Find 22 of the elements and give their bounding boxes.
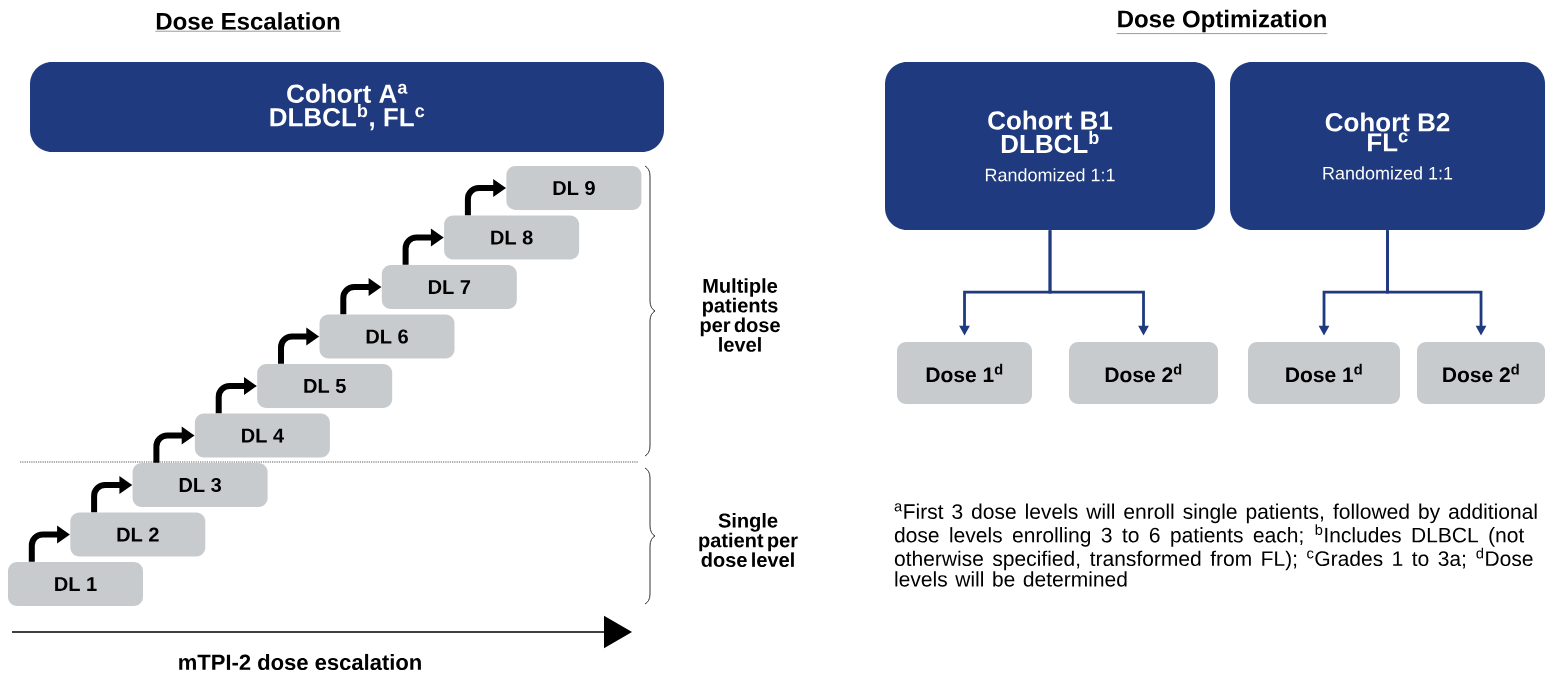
bracket-label: Multiple patients per dose level <box>700 278 780 352</box>
dose-level-box: DL 6 <box>319 314 455 359</box>
dose-level-box: DL 9 <box>506 166 642 210</box>
dose-box: Dose 1$^{d}$ <box>897 342 1032 404</box>
dose-box: Dose 2$^{d}$ <box>1069 342 1218 404</box>
dose-box: Dose 1$^{d}$ <box>1248 342 1400 404</box>
dose-level-box: DL 4 <box>194 413 330 458</box>
cohort-box: Cohort B1 DLBCL$^{b}$ Randomized 1:1 <box>885 62 1215 230</box>
dose-level-box: DL 1 <box>8 562 143 606</box>
dose-box: Dose 2$^{d}$ <box>1417 342 1545 404</box>
dose-level-box: DL 2 <box>70 512 206 557</box>
cohort-box: Cohort A$^{a}$ DLBCL$^{b}$, FL$^{c}$ <box>30 62 664 152</box>
cohort-box: Cohort B2 FL$^{c}$ Randomized 1:1 <box>1230 62 1545 230</box>
dose-level-box: DL 3 <box>132 463 268 507</box>
dose-level-box: DL 5 <box>257 364 393 408</box>
section-heading: Dose Escalation <box>155 12 341 32</box>
axis-label: mTPI-2 dose escalation <box>179 653 421 671</box>
footnote: $^{a}$First 3 dose levels will enroll single patients, followed by additional dose levels enrolling 3 to 6 patients each; $^{b}$Includes DLBCL (not otherwise specified, transformed from FL); $^{c}$Grades 1 to 3a; $^{d}$Dose levels will be determined <box>894 503 1537 587</box>
dose-level-box: DL 7 <box>381 265 517 309</box>
dose-level-box: DL 8 <box>444 215 580 260</box>
section-heading: Dose Optimization <box>1116 9 1328 34</box>
bracket-label: Single patient per dose level <box>699 513 798 568</box>
